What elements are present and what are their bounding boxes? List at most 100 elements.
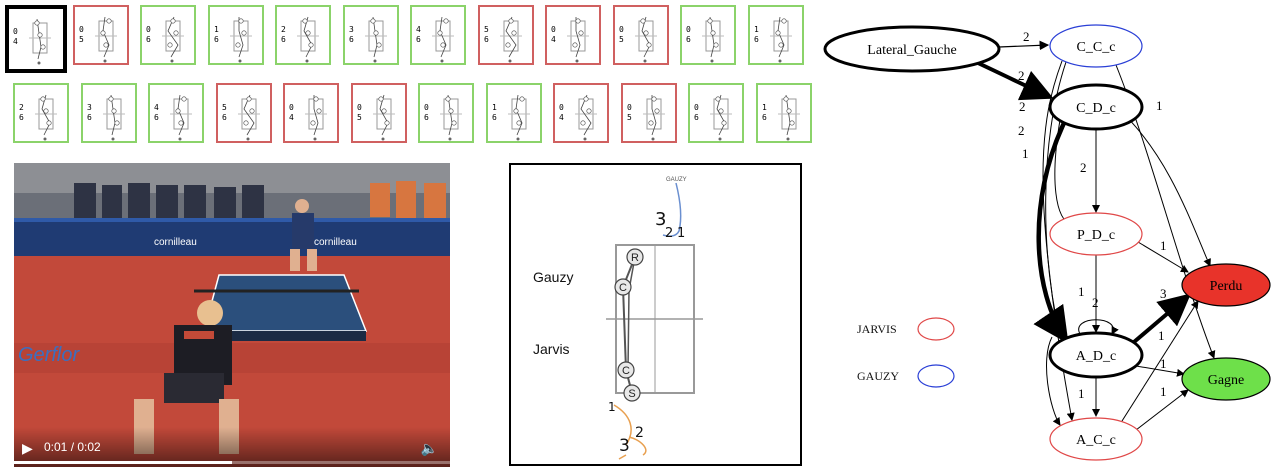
thumbnail-sketch [373, 94, 395, 141]
player-top-label: Gauzy [533, 269, 574, 285]
edge-label: 1 [1078, 386, 1085, 401]
node-label-acc: A_C_c [1076, 433, 1116, 448]
thumbnail-sketch [643, 95, 665, 141]
graph-edge [1135, 389, 1189, 431]
thumbnail-sketch [770, 16, 792, 63]
edge-label: 1 [1160, 238, 1167, 253]
thumbnail-sketch [567, 17, 589, 63]
node-acc[interactable] [1049, 417, 1143, 461]
edge-label: 2 [1023, 29, 1030, 44]
stroke-marker [623, 384, 641, 402]
stroke-label: C [619, 282, 627, 294]
node-pdc[interactable] [1049, 212, 1143, 256]
play-icon[interactable]: ▶ [22, 440, 33, 456]
bottom-trace [613, 404, 647, 460]
graph-edge [1122, 112, 1211, 267]
graph-edge [1121, 300, 1199, 422]
node-gagne[interactable] [1181, 357, 1271, 401]
top-shot-number: 2 [665, 226, 673, 241]
video-progress-fill [14, 461, 232, 464]
node-perdu[interactable] [1181, 263, 1271, 307]
node-cdc[interactable] [1048, 83, 1144, 131]
video-controls [14, 427, 450, 467]
edge-label: 1 [1158, 328, 1165, 343]
graph-edge [1132, 293, 1192, 344]
top-shot-number: 1 [677, 226, 685, 241]
node-label-pdc: P_D_c [1077, 228, 1115, 243]
graph-edge [1033, 122, 1069, 344]
graph-edge [1046, 336, 1061, 426]
node-label-adc: A_D_c [1076, 349, 1116, 364]
edge-label: 1 [1022, 146, 1029, 161]
thumbnail-sketch [238, 94, 260, 141]
thumbnail-sketch [170, 94, 192, 141]
top-player-tag: GAUZY [666, 177, 687, 183]
volume-icon[interactable]: 🔈 [420, 440, 438, 456]
node-label-ccc: C_C_c [1077, 40, 1116, 55]
graph-edge [998, 40, 1050, 51]
edge-label: 3 [1160, 286, 1167, 301]
video-frame: cornilleau cornilleau Gerflor [14, 163, 450, 467]
thumbnail-sketch [35, 94, 57, 141]
thumbnail-sketch [440, 94, 462, 141]
player-bottom-label: Jarvis [533, 341, 570, 357]
video-progress-bar[interactable] [14, 461, 450, 464]
edge-label: 2 [1018, 123, 1025, 138]
video-player[interactable]: cornilleau cornilleau Gerflor ▶ 0:01 / 0… [14, 163, 450, 467]
top-shot-number: 3 [655, 209, 666, 230]
bottom-shot-number: 2 [635, 425, 644, 441]
bottom-shot-number: 1 [608, 400, 616, 414]
node-label-gagne: Gagne [1208, 373, 1245, 388]
node-adc[interactable] [1048, 331, 1144, 379]
edge-label: 1 [1078, 284, 1085, 299]
svg-text:cornilleau: cornilleau [314, 237, 357, 248]
svg-text:Gerflor: Gerflor [18, 344, 80, 366]
graph-edge [1137, 241, 1189, 273]
node-ccc[interactable] [1049, 24, 1143, 68]
svg-text:cornilleau: cornilleau [154, 237, 197, 248]
legend-swatch [917, 364, 955, 388]
legend-label-jarvis: JARVIS [857, 322, 897, 336]
node-lateral[interactable] [823, 25, 1001, 73]
graph-edge [1078, 319, 1119, 335]
edge-label: 2 [1080, 160, 1087, 175]
thumbnail-sketch [297, 16, 319, 63]
